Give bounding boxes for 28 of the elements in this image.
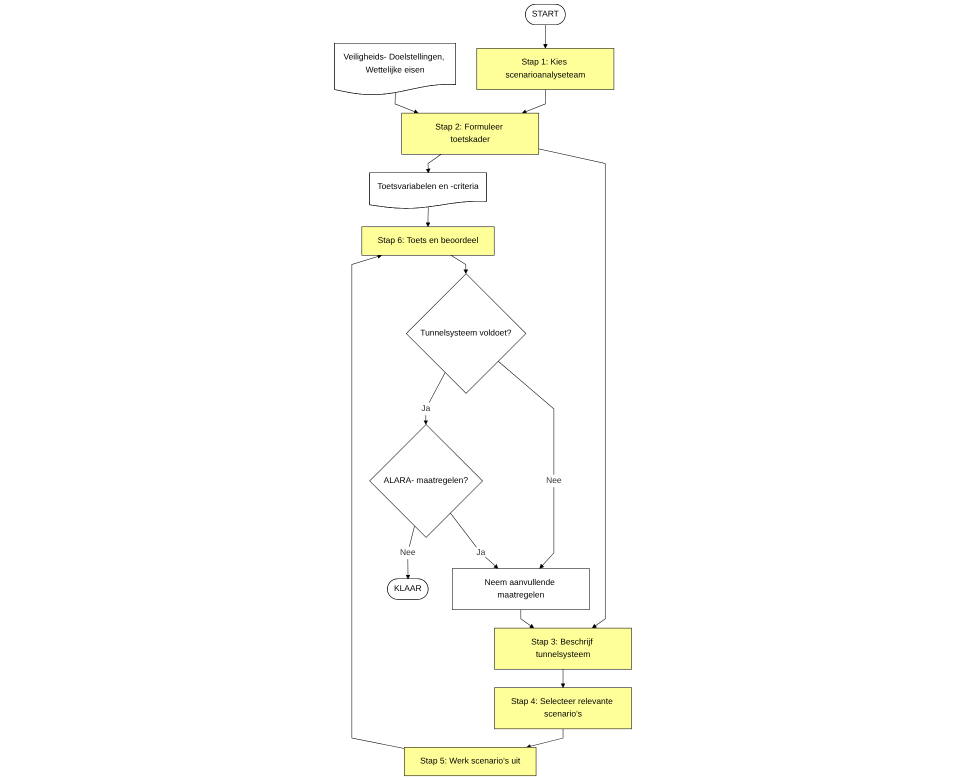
node-box: Stap 2: Formuleer toetskader	[401, 112, 540, 155]
node-box: Stap 4: Selecteer relevante scenario’s	[494, 687, 632, 730]
node-box: Stap 5: Werk scenario’s uit	[404, 747, 536, 776]
edge-label: Ja	[476, 548, 486, 558]
arrow	[498, 360, 554, 569]
arrow	[526, 728, 564, 749]
node-diamond: ALARA- maatregelen?	[369, 424, 483, 538]
arrow	[522, 89, 546, 114]
arrow	[450, 512, 498, 569]
node-box: Neem aanvullende maatregelen	[452, 568, 590, 610]
node-box: Stap 3: Beschrijf tunnelsysteem	[494, 628, 632, 670]
node-box: Stap 6: Toets en beoordeel	[362, 226, 494, 256]
arrow	[450, 255, 468, 274]
arrow	[426, 154, 442, 174]
arrow	[426, 206, 430, 227]
edge-label: Nee	[546, 476, 562, 486]
arrow	[406, 526, 415, 580]
arrow	[538, 148, 606, 628]
arrow	[424, 372, 446, 425]
arrow	[394, 92, 419, 114]
node-box: Stap 1: Kies scenarioanalyseteam	[476, 48, 614, 90]
node-diamond: Tunnelsysteem voldoet?	[406, 273, 526, 394]
arrow	[543, 24, 548, 49]
arrow	[352, 254, 405, 749]
arrow	[520, 609, 534, 628]
edge-label: Ja	[421, 404, 430, 414]
edge-label: Nee	[400, 548, 416, 558]
arrow	[560, 668, 566, 688]
